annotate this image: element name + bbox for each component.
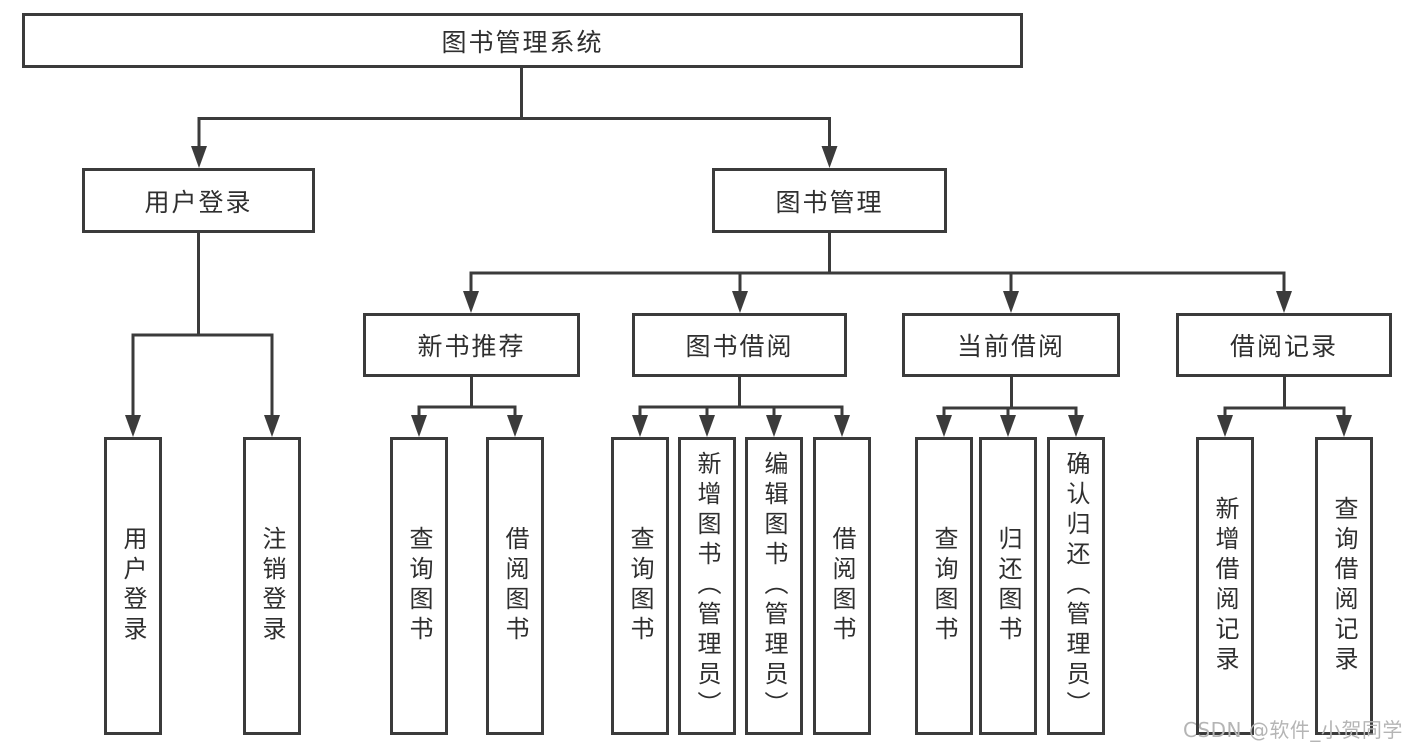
node-label: 借阅图书 xyxy=(501,526,529,646)
arrowhead-icon xyxy=(766,415,782,437)
arrowhead-icon xyxy=(1003,291,1019,313)
node-label: 编辑图书（管理员） xyxy=(760,451,788,721)
node-new-book-recommend: 新书推荐 xyxy=(363,313,580,377)
node-label: 新增图书（管理员） xyxy=(693,451,721,721)
arrowhead-icon xyxy=(1068,415,1084,437)
arrowhead-icon xyxy=(411,415,427,437)
watermark: CSDN @软件_小贺同学 xyxy=(1183,718,1403,742)
node-leaf-query-book-1: 查询图书 xyxy=(390,437,448,735)
node-user-login: 用户登录 xyxy=(82,168,315,233)
node-label: 当前借阅 xyxy=(956,332,1065,361)
node-label: 确认归还（管理员） xyxy=(1062,451,1090,721)
connector-current-borrow-branch xyxy=(936,377,1084,437)
node-label: 新增借阅记录 xyxy=(1211,496,1239,676)
arrowhead-icon xyxy=(1217,415,1233,437)
node-leaf-borrow-book-1: 借阅图书 xyxy=(486,437,544,735)
node-label: 图书借阅 xyxy=(685,332,794,361)
arrowhead-icon xyxy=(463,291,479,313)
node-label: 图书管理系统 xyxy=(441,27,604,57)
node-label: 注销登录 xyxy=(258,526,286,646)
node-label: 用户登录 xyxy=(119,526,147,646)
node-label: 借阅记录 xyxy=(1229,332,1338,361)
connector-user-login-branch xyxy=(125,233,280,437)
node-leaf-add-borrow-record: 新增借阅记录 xyxy=(1196,437,1254,735)
node-leaf-return-book: 归还图书 xyxy=(979,437,1037,735)
node-label: 借阅图书 xyxy=(828,526,856,646)
node-leaf-borrow-book-2: 借阅图书 xyxy=(813,437,871,735)
arrowhead-icon xyxy=(699,415,715,437)
node-label: 用户登录 xyxy=(144,187,253,217)
node-label: 新书推荐 xyxy=(417,332,526,361)
node-root-system: 图书管理系统 xyxy=(22,13,1023,68)
node-current-borrow: 当前借阅 xyxy=(902,313,1120,377)
node-book-management: 图书管理 xyxy=(712,168,947,233)
node-label: 查询图书 xyxy=(930,526,958,646)
node-leaf-confirm-return-admin: 确认归还（管理员） xyxy=(1047,437,1105,735)
arrowhead-icon xyxy=(191,146,207,168)
arrowhead-icon xyxy=(507,415,523,437)
node-label: 查询图书 xyxy=(626,526,654,646)
node-leaf-add-book-admin: 新增图书（管理员） xyxy=(678,437,736,735)
connector-root-branch xyxy=(191,68,838,168)
arrowhead-icon xyxy=(125,415,141,437)
node-borrow-record: 借阅记录 xyxy=(1176,313,1392,377)
arrowhead-icon xyxy=(1276,291,1292,313)
node-leaf-query-book-3: 查询图书 xyxy=(915,437,973,735)
node-label: 归还图书 xyxy=(994,526,1022,646)
arrowhead-icon xyxy=(936,415,952,437)
arrowhead-icon xyxy=(1336,415,1352,437)
arrowhead-icon xyxy=(732,291,748,313)
arrowhead-icon xyxy=(821,146,838,168)
node-book-borrow: 图书借阅 xyxy=(632,313,847,377)
node-leaf-query-borrow-record: 查询借阅记录 xyxy=(1315,437,1373,735)
connector-book-management-branch xyxy=(463,233,1292,313)
node-leaf-user-login: 用户登录 xyxy=(104,437,162,735)
arrowhead-icon xyxy=(632,415,648,437)
connector-borrow-record-branch xyxy=(1217,377,1352,437)
connector-new-book-branch xyxy=(411,377,523,437)
node-label: 查询图书 xyxy=(405,526,433,646)
arrowhead-icon xyxy=(834,415,850,437)
arrowhead-icon xyxy=(264,415,280,437)
node-label: 查询借阅记录 xyxy=(1330,496,1358,676)
node-leaf-query-book-2: 查询图书 xyxy=(611,437,669,735)
arrowhead-icon xyxy=(1000,415,1016,437)
node-label: 图书管理 xyxy=(775,187,884,217)
node-leaf-edit-book-admin: 编辑图书（管理员） xyxy=(745,437,803,735)
node-leaf-logout: 注销登录 xyxy=(243,437,301,735)
connector-book-borrow-branch xyxy=(632,377,850,437)
